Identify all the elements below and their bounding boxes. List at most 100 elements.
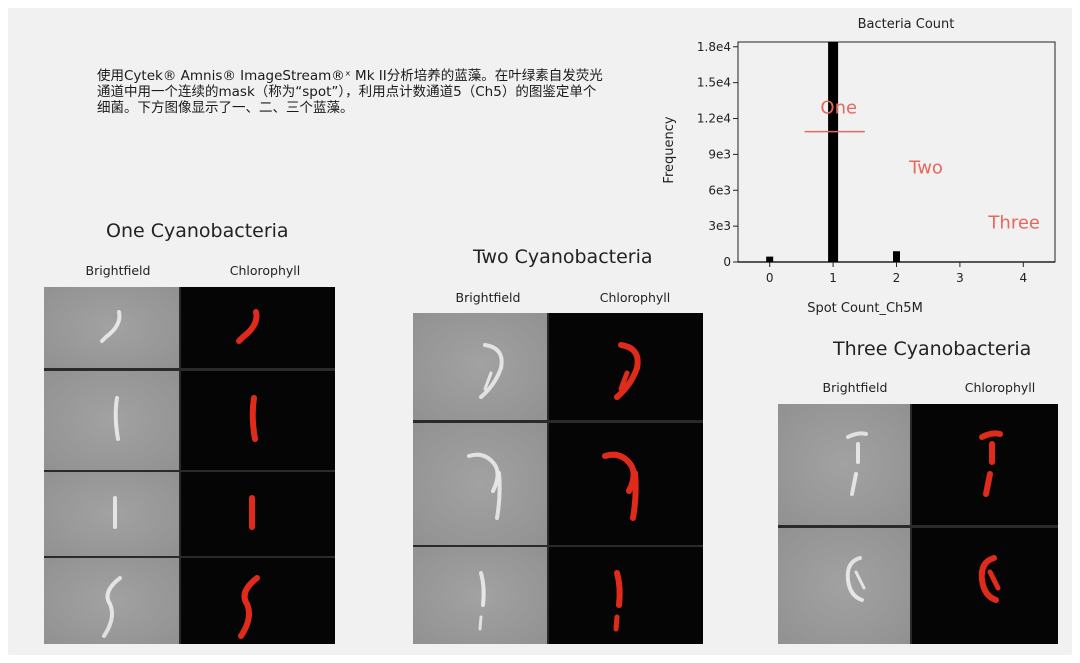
brightfield-image xyxy=(44,558,179,644)
gate-annotation-label: One xyxy=(820,98,857,119)
chlorophyll-cell-drawing xyxy=(979,430,1003,497)
cyanobacterium-shape xyxy=(846,431,868,439)
brightfield-image xyxy=(413,423,547,545)
x-axis-label: Spot Count_Ch5M xyxy=(807,301,923,316)
description-text: 使用Cytek® Amnis® ImageStream®ˣ Mk II分析培养的… xyxy=(97,68,603,116)
chlorophyll-image xyxy=(549,547,703,644)
cyanobacterium-shape xyxy=(467,452,500,493)
col-label-chlorophyll-two: Chlorophyll xyxy=(599,290,671,305)
chlorophyll-image xyxy=(181,287,335,368)
brightfield-cell-drawing xyxy=(467,452,502,520)
y-tick-label: 6e3 xyxy=(708,183,731,197)
cyanobacterium-shape xyxy=(850,472,858,496)
col-label-brightfield-one: Brightfield xyxy=(85,263,151,278)
brightfield-cell-drawing xyxy=(479,343,504,399)
y-tick-label: 9e3 xyxy=(708,147,731,161)
chlorophyll-cell-drawing xyxy=(978,555,1001,603)
cyanobacterium-shape xyxy=(100,310,122,343)
cyanobacterium-shape xyxy=(236,309,260,344)
cyanobacterium-shape xyxy=(854,570,866,590)
image-grid-two xyxy=(413,313,703,644)
cyanobacterium-shape xyxy=(113,396,120,441)
y-tick-label: 3e3 xyxy=(708,219,731,233)
brightfield-image xyxy=(413,313,547,420)
y-axis-label: Frequency xyxy=(662,116,677,183)
gate-annotation-label: Two xyxy=(908,158,943,179)
cyanobacterium-shape xyxy=(479,343,504,399)
group-title-one: One Cyanobacteria xyxy=(106,220,289,242)
cyanobacterium-shape xyxy=(238,575,260,639)
plot-frame xyxy=(737,41,1056,263)
brightfield-cell-drawing xyxy=(102,576,122,638)
histogram-svg: Bacteria Count Spot Count_Ch5M Frequency… xyxy=(662,17,1056,316)
cyanobacterium-shape xyxy=(495,471,502,520)
cyanobacterium-shape xyxy=(483,371,493,391)
cyanobacterium-shape xyxy=(614,342,641,400)
chlorophyll-cell-drawing xyxy=(614,342,641,400)
brightfield-image xyxy=(778,404,910,525)
cyanobacterium-shape xyxy=(602,451,637,494)
brightfield-image xyxy=(413,547,547,644)
histogram-bar xyxy=(828,42,839,262)
group-title-two: Two Cyanobacteria xyxy=(473,246,653,268)
gate-annotation-label: Three xyxy=(987,213,1040,234)
group-title-three: Three Cyanobacteria xyxy=(833,338,1032,360)
chlorophyll-cell-drawing xyxy=(236,309,260,344)
histogram-bar xyxy=(766,256,774,262)
cyanobacterium-shape xyxy=(979,430,1003,440)
chlorophyll-image xyxy=(549,423,703,545)
brightfield-cell-drawing xyxy=(113,396,120,441)
chlorophyll-image xyxy=(912,528,1058,644)
x-tick-label: 3 xyxy=(956,271,964,285)
cyanobacterium-shape xyxy=(102,576,122,638)
chart-title: Bacteria Count xyxy=(858,17,955,32)
brightfield-cell-drawing xyxy=(478,571,486,631)
x-tick-label: 0 xyxy=(766,271,774,285)
brightfield-cell-drawing xyxy=(100,310,122,343)
brightfield-cell-drawing xyxy=(113,496,117,529)
cyanobacterium-shape xyxy=(978,555,999,603)
brightfield-cell-drawing xyxy=(845,556,866,602)
y-tick-label: 1.2e4 xyxy=(697,112,731,126)
cyanobacterium-shape xyxy=(630,470,639,521)
y-tick-label: 0 xyxy=(723,255,731,269)
cyanobacterium-shape xyxy=(614,570,623,608)
chlorophyll-cell-drawing xyxy=(249,395,258,442)
brightfield-cell-drawing xyxy=(846,431,868,496)
brightfield-image xyxy=(44,371,179,470)
image-grid-three xyxy=(778,404,1058,644)
chlorophyll-cell-drawing xyxy=(249,495,255,530)
y-tick-label: 1.5e4 xyxy=(697,76,731,90)
cyanobacterium-shape xyxy=(845,556,864,602)
x-tick-label: 1 xyxy=(829,271,837,285)
chlorophyll-cell-drawing xyxy=(602,451,639,521)
col-label-brightfield-two: Brightfield xyxy=(455,290,521,305)
cyanobacterium-shape xyxy=(613,614,620,632)
brightfield-image xyxy=(44,472,179,556)
cyanobacterium-shape xyxy=(479,571,486,607)
histogram-bar xyxy=(893,251,900,262)
chlorophyll-image xyxy=(549,313,703,420)
col-label-brightfield-three: Brightfield xyxy=(822,380,888,395)
brightfield-image xyxy=(44,287,179,368)
chlorophyll-image xyxy=(181,558,335,644)
cyanobacterium-shape xyxy=(983,471,993,497)
image-grid-one xyxy=(44,287,335,644)
y-tick-label: 1.8e4 xyxy=(697,40,731,54)
cyanobacterium-shape xyxy=(249,395,258,442)
col-label-chlorophyll-three: Chlorophyll xyxy=(964,380,1036,395)
cyanobacterium-shape xyxy=(618,370,630,392)
chlorophyll-cell-drawing xyxy=(613,570,623,632)
chlorophyll-image xyxy=(912,404,1058,525)
x-tick-label: 4 xyxy=(1019,271,1027,285)
chlorophyll-cell-drawing xyxy=(238,575,260,639)
brightfield-image xyxy=(778,528,910,644)
bacteria-count-chart: Bacteria Count Spot Count_Ch5M Frequency… xyxy=(655,12,1075,322)
x-tick-label: 2 xyxy=(893,271,901,285)
cyanobacterium-shape xyxy=(987,569,1001,591)
cyanobacterium-shape xyxy=(478,615,483,631)
chlorophyll-image xyxy=(181,472,335,556)
chlorophyll-image xyxy=(181,371,335,470)
col-label-chlorophyll-one: Chlorophyll xyxy=(229,263,301,278)
